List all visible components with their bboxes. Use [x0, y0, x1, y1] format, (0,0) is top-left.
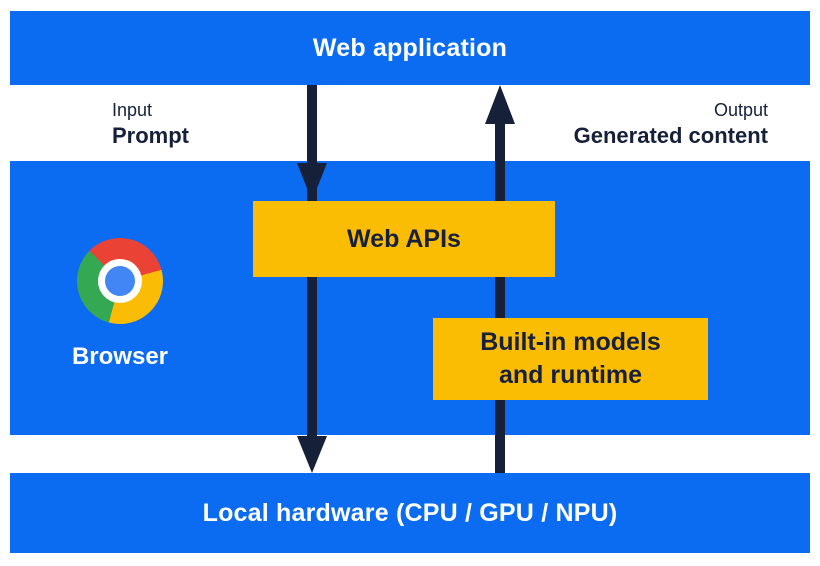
builtin-models-box: Built-in models and runtime — [433, 318, 708, 400]
local-hardware-label: Local hardware (CPU / GPU / NPU) — [202, 498, 618, 527]
builtin-models-label-line1: Built-in models — [480, 328, 661, 356]
web-application-label: Web application — [312, 33, 508, 62]
chrome-icon-core — [105, 266, 135, 296]
local-hardware-bar: Local hardware (CPU / GPU / NPU) — [10, 473, 810, 553]
chrome-browser-icon — [77, 238, 163, 324]
web-apis-label: Web APIs — [347, 224, 461, 253]
output-caption: Output — [713, 100, 768, 120]
web-application-bar: Web application — [10, 11, 810, 85]
input-caption: Input — [112, 100, 153, 120]
browser-label: Browser — [71, 343, 169, 370]
input-value-label: Prompt — [112, 123, 189, 148]
browser-identity: Browser — [50, 238, 190, 371]
builtin-models-label-line2: and runtime — [498, 361, 643, 389]
input-label-group: Input Prompt — [112, 99, 189, 149]
output-label-group: Output Generated content — [574, 99, 768, 149]
web-apis-box: Web APIs — [253, 201, 555, 277]
output-value-label: Generated content — [573, 123, 768, 148]
